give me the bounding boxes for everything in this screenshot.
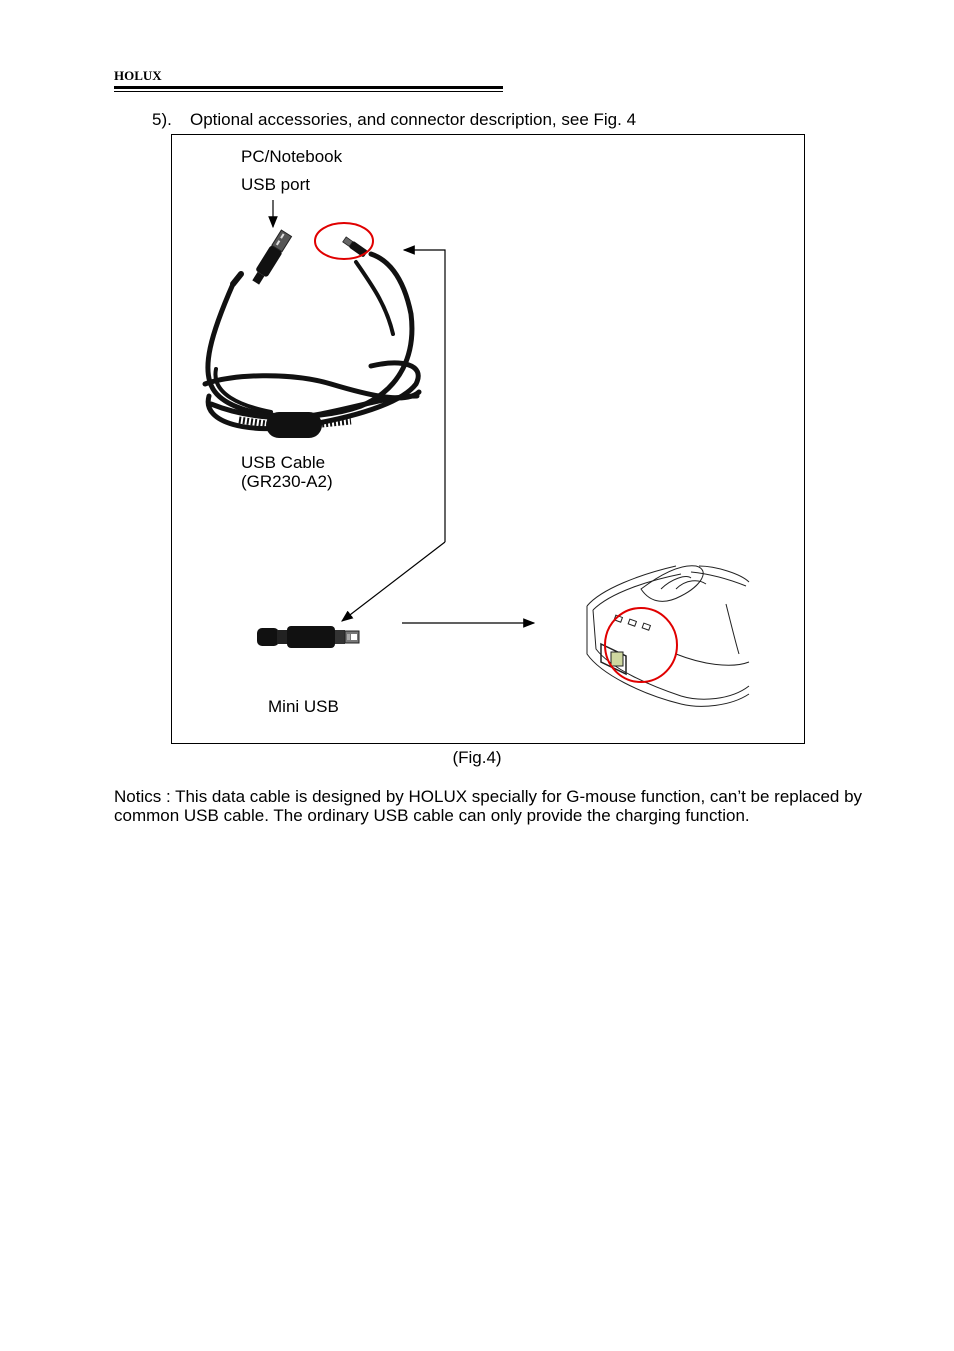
notice-paragraph: Notics : This data cable is designed by … <box>114 787 863 825</box>
step-text: Optional accessories, and connector desc… <box>190 110 637 129</box>
connector-arrow-top <box>402 245 446 404</box>
label-mini-usb: Mini USB <box>268 697 339 716</box>
usb-a-plug <box>252 229 293 285</box>
label-usb-cable: USB Cable <box>241 453 326 472</box>
highlight-circle-device <box>604 607 678 683</box>
ferrite-core <box>266 412 322 438</box>
mini-usb-image <box>257 626 360 648</box>
header-rule-thick <box>114 86 503 89</box>
label-usb-port: USB port <box>241 175 310 194</box>
step-heading: 5). Optional accessories, and connector d… <box>152 110 636 130</box>
label-pc-notebook: PC/Notebook <box>241 147 343 166</box>
figure-caption: (Fig.4) <box>452 748 502 767</box>
highlight-circle-mini <box>314 222 374 260</box>
label-cable-model: (GR230-A2) <box>241 472 333 491</box>
figure-frame: PC/Notebook USB port USB Cable (GR230-A2… <box>171 134 805 744</box>
gps-device-image <box>586 565 750 707</box>
mini-usb-plug-top <box>342 236 368 257</box>
connector-arrow-bottom <box>341 541 446 622</box>
header-rule-thin <box>114 91 503 92</box>
figure-illustration <box>202 200 750 707</box>
step-number: 5). <box>152 110 172 129</box>
header-brand: HOLUX <box>114 68 162 83</box>
usb-cable-image <box>202 251 422 432</box>
